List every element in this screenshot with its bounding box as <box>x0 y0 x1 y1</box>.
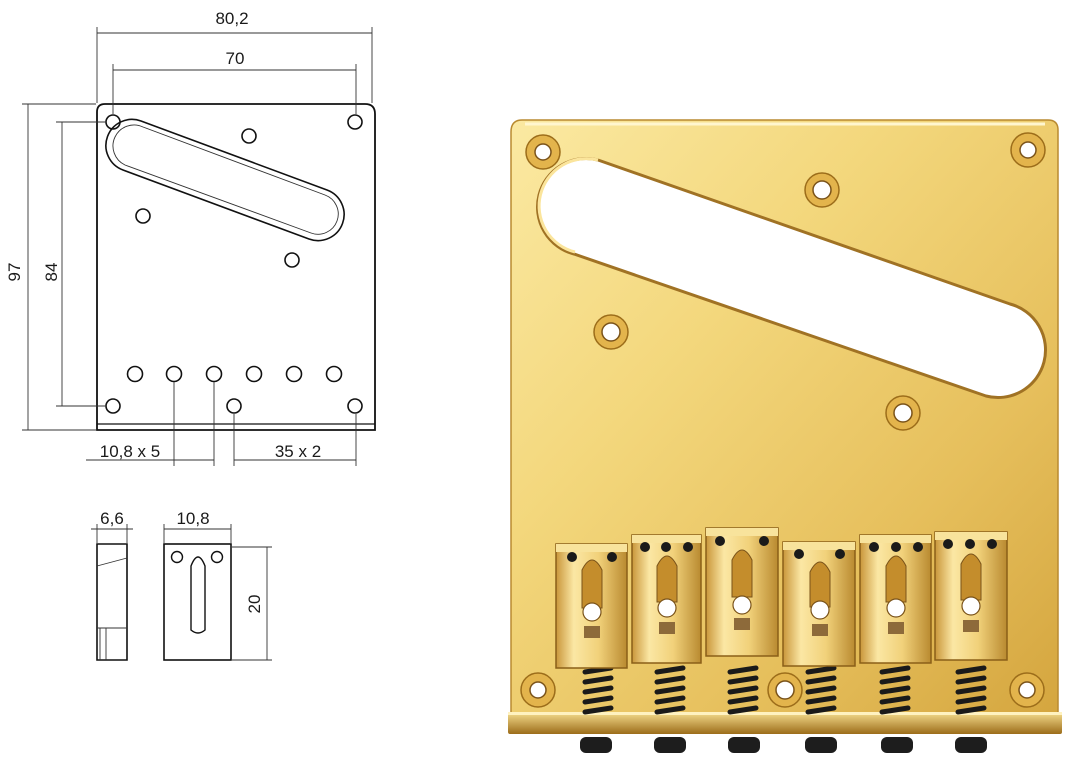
string-holes <box>126 365 343 383</box>
technical-drawing: 80,2 70 97 84 10,8 x 5 <box>5 9 376 661</box>
dim-label-mount-spacing: 35 x 2 <box>275 442 321 461</box>
photo-mounting-holes <box>520 132 1046 708</box>
intonation-spring <box>805 665 837 715</box>
dim-label-overall-height: 97 <box>5 263 24 282</box>
dim-hole-height: 84 <box>42 121 106 407</box>
mounting-holes <box>105 114 363 414</box>
saddle <box>705 527 779 753</box>
saddle-front-view: 10,8 20 <box>163 509 272 661</box>
dim-label-hole-span: 70 <box>226 49 245 68</box>
dim-label-saddle-width: 10,8 <box>176 509 209 528</box>
dim-label-saddle-depth: 6,6 <box>100 509 124 528</box>
saddle <box>782 541 856 753</box>
dim-mount-spacing: 35 x 2 <box>233 414 357 466</box>
saddle <box>631 534 702 753</box>
intonation-spring <box>955 665 987 715</box>
dim-label-hole-height: 84 <box>42 263 61 282</box>
dim-hole-span: 70 <box>112 49 357 114</box>
dim-label-string-spacing: 10,8 x 5 <box>100 442 161 461</box>
dim-label-overall-width: 80,2 <box>215 9 248 28</box>
dim-label-saddle-height: 20 <box>245 595 264 614</box>
plate-outline <box>96 103 376 431</box>
dim-string-spacing: 10,8 x 5 <box>86 382 215 466</box>
intonation-spring <box>879 665 911 715</box>
dim-overall-width: 80,2 <box>96 9 373 103</box>
saddle <box>859 534 932 753</box>
intonation-spring <box>654 665 686 715</box>
saddle-side-view: 6,6 <box>91 509 133 661</box>
saddle <box>555 543 628 753</box>
pickup-slot-outline <box>105 118 345 242</box>
saddles <box>555 527 1008 753</box>
intonation-spring <box>727 665 759 715</box>
bridge-front-lip <box>508 712 1062 734</box>
bridge-photo <box>508 119 1062 753</box>
dim-overall-height: 97 <box>5 103 96 431</box>
saddle <box>934 531 1008 753</box>
